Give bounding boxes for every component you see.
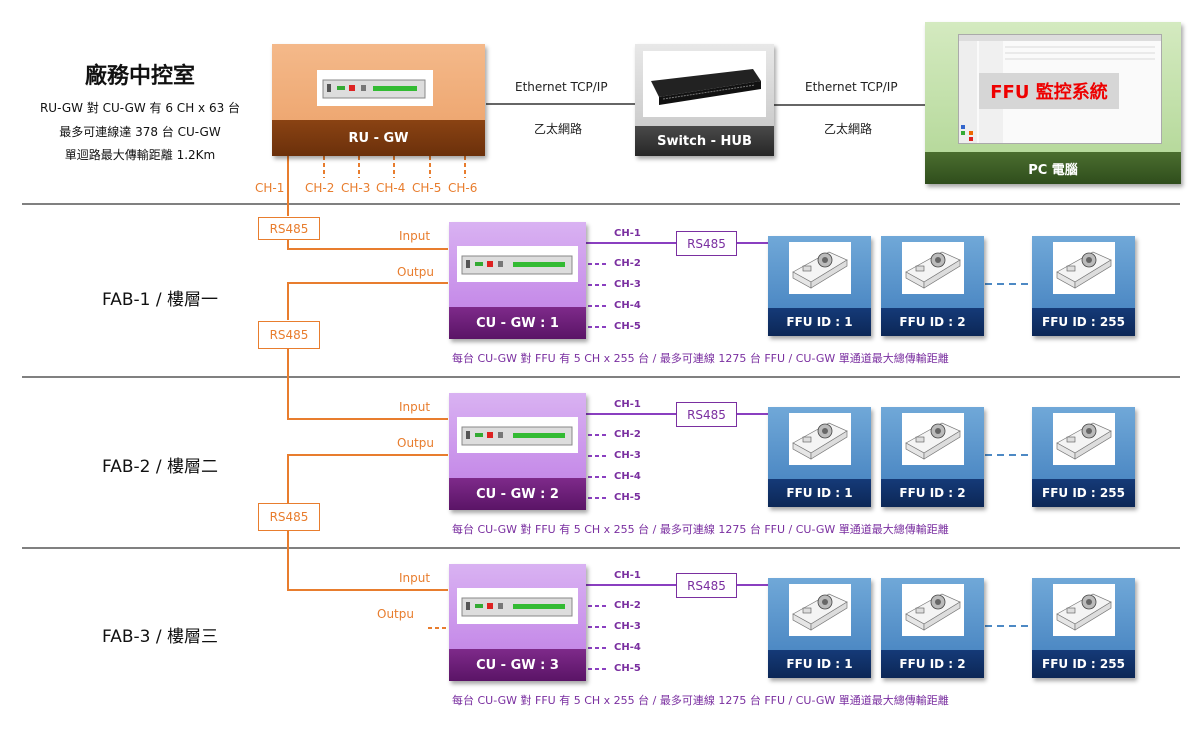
cu-gw-capacity-note: 每台 CU-GW 對 FFU 有 5 CH x 255 台 / 最多可連線 12… (452, 352, 949, 365)
monitoring-software-screenshot: FFU 監控系統 (958, 34, 1162, 144)
ffu-node[interactable]: FFU ID : 255 (1032, 578, 1135, 678)
cu-ch-2: CH-2 (614, 258, 641, 269)
output-label: Outpu (397, 265, 434, 279)
link-2-protocol: Ethernet TCP/IP (805, 80, 898, 94)
output-label: Outpu (377, 607, 414, 621)
ffu-node[interactable]: FFU ID : 1 (768, 407, 871, 507)
header-line-2: 最多可連線達 378 台 CU-GW (59, 125, 221, 139)
ffu-id-label: FFU ID : 2 (881, 308, 984, 336)
cu-ch-3: CH-3 (614, 279, 641, 290)
cu-ch-5: CH-5 (614, 663, 641, 674)
ffu-node[interactable]: FFU ID : 255 (1032, 236, 1135, 336)
ffu-device-image (902, 413, 964, 465)
ffu-node[interactable]: FFU ID : 1 (768, 578, 871, 678)
ffu-id-label: FFU ID : 255 (1032, 650, 1135, 678)
rs485-box-1: RS485 (258, 217, 320, 240)
rs485-box-2: RS485 (258, 321, 320, 349)
ffu-device-image (1053, 413, 1115, 465)
ffu-device-image (1053, 584, 1115, 636)
ethernet-lines (486, 103, 926, 106)
ru-ch-4: CH-4 (376, 181, 406, 195)
ffu-id-label: FFU ID : 1 (768, 479, 871, 507)
cu-ch-5: CH-5 (614, 492, 641, 503)
cu-gw-device-image (457, 246, 578, 282)
rs485-trunk (287, 240, 448, 629)
input-label: Input (399, 400, 431, 414)
input-label: Input (399, 571, 431, 585)
ru-gw-node[interactable]: RU - GW (272, 44, 485, 156)
switch-hub-node[interactable]: Switch - HUB (635, 44, 774, 156)
cu-ch-4: CH-4 (614, 642, 641, 653)
rs485-ffu-box: RS485 (676, 573, 737, 598)
cu-gw-node[interactable]: CU - GW : 1 (449, 222, 586, 339)
ru-ch-3: CH-3 (341, 181, 371, 195)
fab-label: FAB-1 / 樓層一 (102, 290, 218, 310)
ffu-node[interactable]: FFU ID : 2 (881, 578, 984, 678)
cu-ch-1: CH-1 (614, 570, 641, 581)
switch-label: Switch - HUB (635, 126, 774, 156)
cu-gw-capacity-note: 每台 CU-GW 對 FFU 有 5 CH x 255 台 / 最多可連線 12… (452, 523, 949, 536)
ffu-monitoring-caption: FFU 監控系統 (979, 73, 1119, 109)
link-1-name: 乙太網路 (534, 122, 583, 136)
cu-gw-node[interactable]: CU - GW : 2 (449, 393, 586, 510)
ffu-id-label: FFU ID : 1 (768, 308, 871, 336)
cu-ch-4: CH-4 (614, 471, 641, 482)
cu-gw-device-image (457, 417, 578, 453)
pc-label: PC 電腦 (925, 152, 1181, 184)
ffu-node[interactable]: FFU ID : 255 (1032, 407, 1135, 507)
cu-ch-4: CH-4 (614, 300, 641, 311)
ffu-node[interactable]: FFU ID : 1 (768, 236, 871, 336)
ffu-id-label: FFU ID : 1 (768, 650, 871, 678)
cu-ch-3: CH-3 (614, 450, 641, 461)
cu-gw-node[interactable]: CU - GW : 3 (449, 564, 586, 681)
ffu-id-label: FFU ID : 2 (881, 479, 984, 507)
link-1-protocol: Ethernet TCP/IP (515, 80, 608, 94)
cu-gw-label: CU - GW : 3 (449, 649, 586, 681)
rs485-ffu-box: RS485 (676, 402, 737, 427)
rs485-box-3: RS485 (258, 503, 320, 531)
ffu-device-image (789, 242, 851, 294)
ffu-id-label: FFU ID : 255 (1032, 308, 1135, 336)
cu-gw-capacity-note: 每台 CU-GW 對 FFU 有 5 CH x 255 台 / 最多可連線 12… (452, 694, 949, 707)
ru-ch-5: CH-5 (412, 181, 442, 195)
link-2-name: 乙太網路 (824, 122, 873, 136)
ffu-id-label: FFU ID : 2 (881, 650, 984, 678)
cu-ch-1: CH-1 (614, 228, 641, 239)
control-room-title: 廠務中控室 (84, 64, 195, 89)
ffu-device-image (789, 584, 851, 636)
ru-gw-device-image (317, 70, 433, 106)
ru-channel-lines (287, 156, 466, 216)
cu-ch-5: CH-5 (614, 321, 641, 332)
ru-gw-label: RU - GW (272, 120, 485, 156)
cu-ch-2: CH-2 (614, 600, 641, 611)
ffu-id-label: FFU ID : 255 (1032, 479, 1135, 507)
cu-ch-1: CH-1 (614, 399, 641, 410)
cu-gw-device-image (457, 588, 578, 624)
header-line-1: RU-GW 對 CU-GW 有 6 CH x 63 台 (39, 101, 241, 115)
ru-ch-2: CH-2 (305, 181, 335, 195)
ffu-device-image (789, 413, 851, 465)
cu-ch-3: CH-3 (614, 621, 641, 632)
input-label: Input (399, 229, 431, 243)
cu-gw-label: CU - GW : 1 (449, 307, 586, 339)
pc-node[interactable]: FFU 監控系統 PC 電腦 (925, 22, 1181, 184)
switch-device-image (643, 51, 766, 117)
ru-ch-1: CH-1 (255, 181, 285, 195)
ffu-node[interactable]: FFU ID : 2 (881, 407, 984, 507)
ffu-device-image (902, 584, 964, 636)
ru-ch-6: CH-6 (448, 181, 478, 195)
fab-separators (22, 203, 1180, 549)
fab-label: FAB-2 / 樓層二 (102, 457, 218, 477)
output-label: Outpu (397, 436, 434, 450)
cu-ch-2: CH-2 (614, 429, 641, 440)
header-line-3: 單迴路最大傳輸距離 1.2Km (64, 148, 216, 162)
fab-label: FAB-3 / 樓層三 (102, 627, 218, 647)
cu-gw-label: CU - GW : 2 (449, 478, 586, 510)
rs485-ffu-box: RS485 (676, 231, 737, 256)
ffu-device-image (902, 242, 964, 294)
ffu-device-image (1053, 242, 1115, 294)
ffu-node[interactable]: FFU ID : 2 (881, 236, 984, 336)
